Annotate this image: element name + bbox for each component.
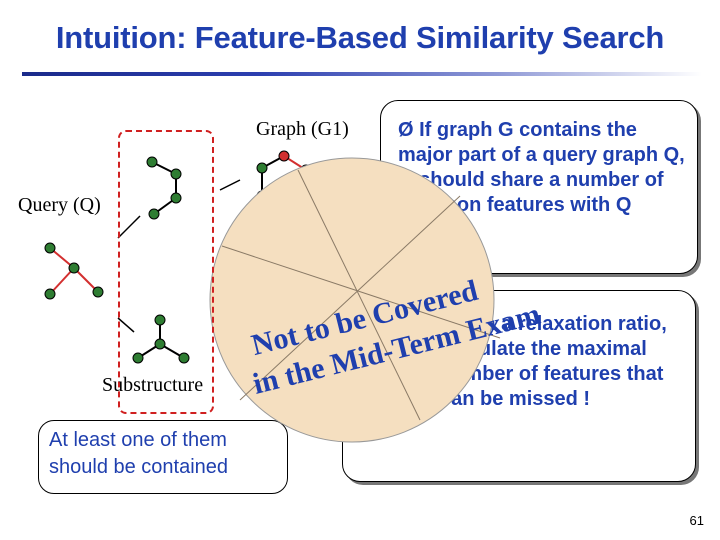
graph-g1-label: Graph (G1)	[256, 118, 349, 140]
bottom-note-text: At least one of them should be contained	[49, 429, 229, 478]
mid-term-stamp: Not to be Covered in the Mid-Term Exam	[209, 157, 544, 443]
substructure-label: Substructure	[102, 374, 204, 396]
title-underline	[22, 72, 702, 76]
bottom-note-box: At least one of them should be contained	[38, 420, 288, 494]
arrows	[117, 179, 241, 333]
slide-title: Intuition: Feature-Based Similarity Sear…	[55, 20, 665, 55]
query-graph-nodes	[146, 156, 182, 220]
query-label: Query (Q)	[18, 194, 101, 216]
page-number: 61	[689, 513, 704, 528]
query-dashed-region	[118, 130, 214, 414]
hint-text-middle: Given a relaxation ratio, calculate the …	[440, 313, 667, 410]
